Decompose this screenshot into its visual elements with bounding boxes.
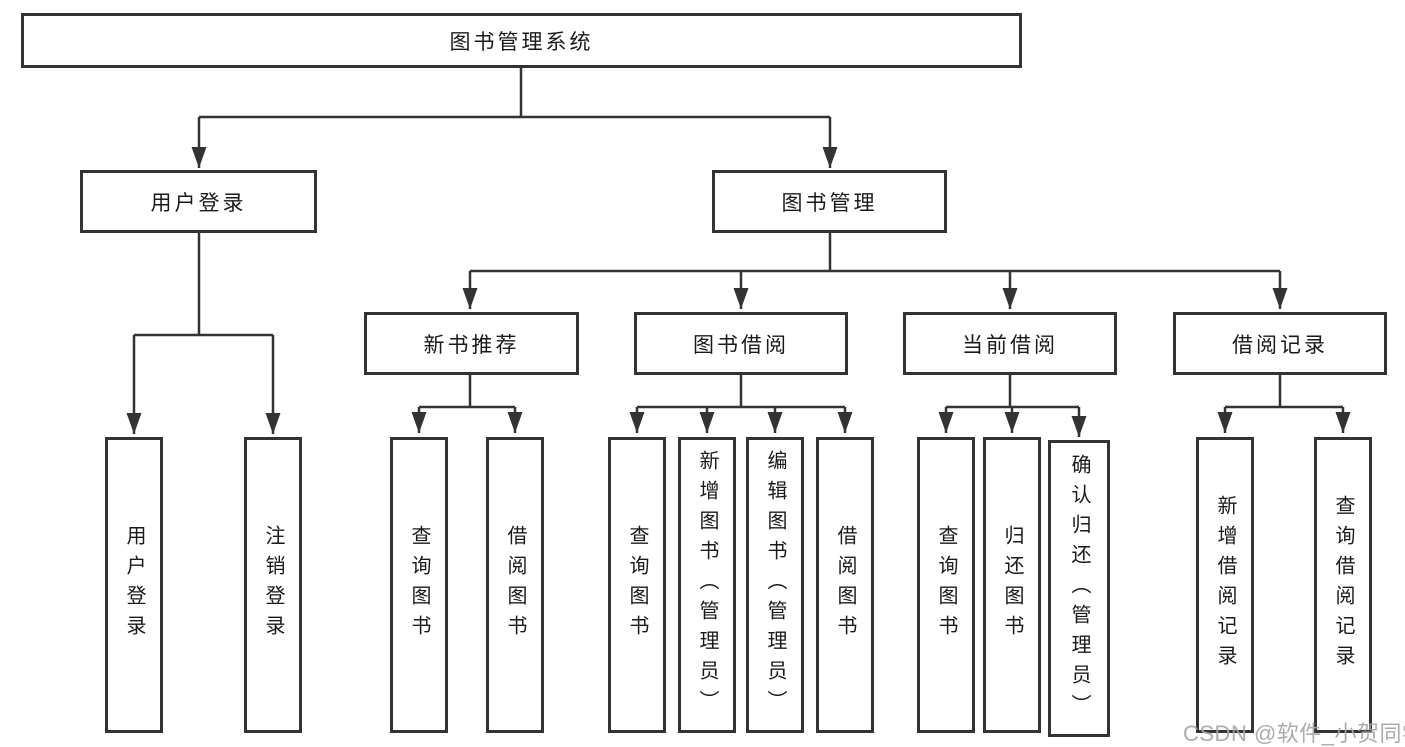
csdn-watermark: CSDN @软件_小贺同学 <box>1183 721 1405 746</box>
leaf-confirm-return-admin: 确认归还（管理员） <box>1048 440 1110 737</box>
node-book-borrowing: 图书借阅 <box>634 312 848 375</box>
node-label: 查询图书 <box>408 525 430 645</box>
node-borrowing-records: 借阅记录 <box>1173 312 1387 375</box>
leaf-add-borrow-record: 新增借阅记录 <box>1196 437 1254 733</box>
leaf-query-borrow-record: 查询借阅记录 <box>1314 437 1372 733</box>
node-user-login: 用户登录 <box>80 170 317 233</box>
node-book-management: 图书管理 <box>712 170 947 233</box>
node-label: 用户登录 <box>150 191 247 215</box>
node-label: 图书管理 <box>781 191 878 215</box>
connector-current-trunk <box>946 375 1079 409</box>
leaf-borrow-books: 借阅图书 <box>816 437 874 733</box>
node-label: 借阅图书 <box>504 525 526 645</box>
node-label: 借阅图书 <box>834 525 856 645</box>
node-label: 确认归还（管理员） <box>1068 453 1090 724</box>
leaf-query-books-current: 查询图书 <box>917 437 975 733</box>
node-label: 查询借阅记录 <box>1332 495 1354 675</box>
leaf-query-books-recommend: 查询图书 <box>390 437 448 733</box>
connector-mgmt-trunk <box>470 233 1280 273</box>
leaf-edit-books-admin: 编辑图书（管理员） <box>746 437 804 733</box>
node-label: 新增图书（管理员） <box>696 450 718 720</box>
node-label: 当前借阅 <box>962 333 1058 357</box>
connector-login-trunk <box>134 233 273 337</box>
node-new-book-recommend: 新书推荐 <box>364 312 579 375</box>
leaf-query-books-borrow: 查询图书 <box>608 437 666 733</box>
node-current-borrowing: 当前借阅 <box>903 312 1117 375</box>
node-root-library-system: 图书管理系统 <box>21 13 1022 68</box>
connector-newbooks-trunk <box>419 375 515 409</box>
node-label: 图书借阅 <box>693 333 789 357</box>
node-label: 新书推荐 <box>423 333 520 357</box>
leaf-add-books-admin: 新增图书（管理员） <box>678 437 736 733</box>
connector-records-trunk <box>1225 375 1343 409</box>
leaf-user-login: 用户登录 <box>105 437 163 733</box>
node-label: 归还图书 <box>1001 525 1023 645</box>
node-label: 图书管理系统 <box>449 30 594 54</box>
node-label: 查询图书 <box>935 525 957 645</box>
leaf-return-books: 归还图书 <box>983 437 1041 733</box>
node-label: 借阅记录 <box>1232 333 1328 357</box>
node-label: 注销登录 <box>262 525 284 645</box>
leaf-borrow-books-recommend: 借阅图书 <box>486 437 544 733</box>
connector-root-trunk <box>199 68 830 119</box>
connector-bookborrow-trunk <box>637 375 845 409</box>
node-label: 查询图书 <box>626 525 648 645</box>
node-label: 用户登录 <box>123 525 145 645</box>
leaf-logout: 注销登录 <box>244 437 302 733</box>
node-label: 编辑图书（管理员） <box>764 450 786 720</box>
node-label: 新增借阅记录 <box>1214 495 1236 675</box>
